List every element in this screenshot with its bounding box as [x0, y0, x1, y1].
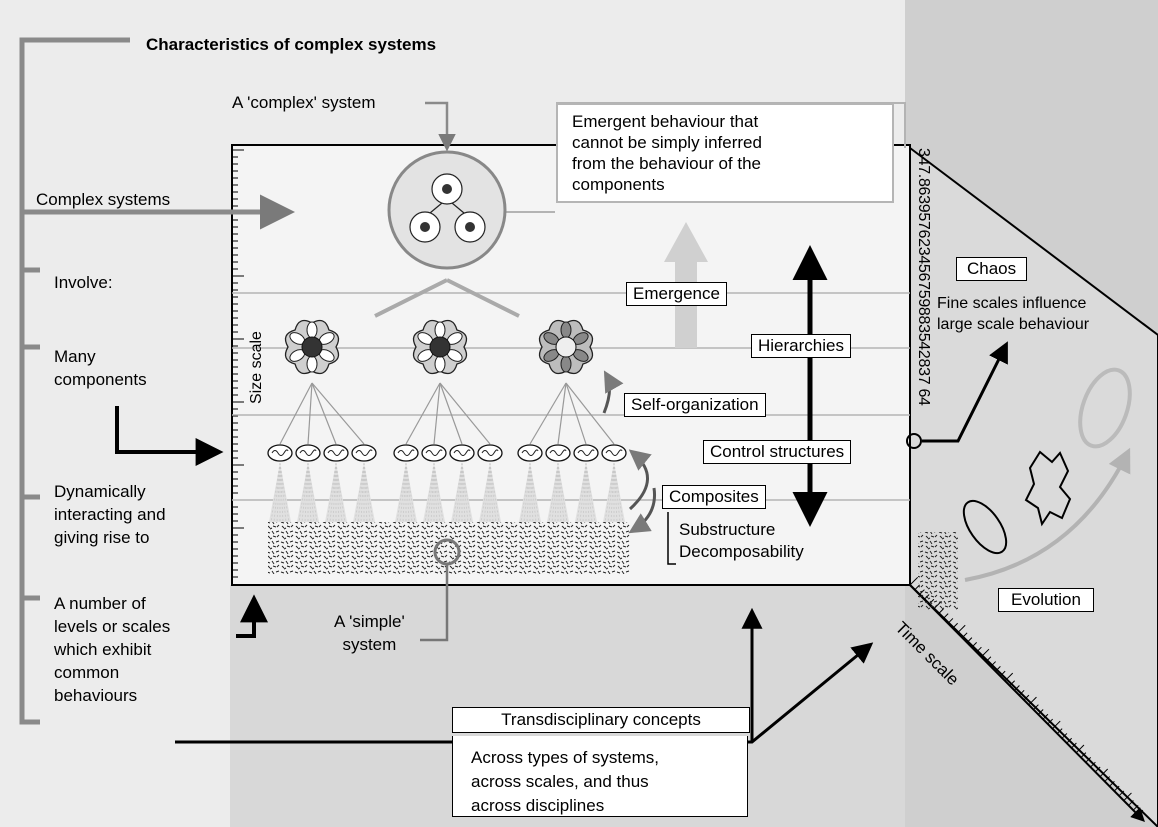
substructure-rays [269, 462, 625, 523]
number-axis-label: 347.863957623456759883542837 64 [915, 148, 932, 406]
levels-arrow [236, 594, 268, 638]
composites-label: Composites [662, 485, 766, 509]
evolution-outline [1078, 367, 1132, 449]
diagram-title: Characteristics of complex systems [146, 35, 437, 54]
composites-arrow-up [628, 449, 652, 511]
cell-components [267, 382, 627, 462]
complex-system-label: A 'complex' system [232, 93, 376, 112]
simple-system-label: A 'simple'system [334, 612, 405, 654]
left-bracket [19, 37, 130, 725]
component-organisms [284, 319, 594, 375]
self-organization-arrow [602, 370, 624, 414]
simple-substrate [268, 522, 630, 574]
evolution-ellipse [962, 499, 1008, 555]
chaos-label: Chaos [956, 257, 1028, 281]
evolution-arrow [964, 447, 1131, 582]
evolution-blob [1024, 450, 1072, 527]
control-structures-label: Control structures [703, 440, 852, 464]
time-scale-axis [909, 584, 1145, 822]
across-disciplines-box: Across types of systems,across scales, a… [452, 736, 748, 817]
complex-system-pointer [425, 101, 456, 152]
hierarchies-label: Hierarchies [751, 334, 851, 358]
size-scale-label: Size scale [248, 331, 265, 404]
simple-system-pointer [420, 564, 449, 642]
evolution-substrate [918, 532, 958, 610]
complex-systems-label: Complex systems [36, 190, 171, 209]
emergence-label: Emergence [626, 282, 727, 306]
involve-label: Involve: [54, 273, 113, 292]
composite-bracket [667, 512, 676, 565]
substructure-label: Substructure [679, 520, 776, 539]
transdisciplinary-label: Transdisciplinary concepts [452, 707, 750, 733]
self-organization-label: Self-organization [624, 393, 766, 417]
evolution-label: Evolution [998, 588, 1094, 612]
many-components-arrow [115, 406, 224, 466]
chaos-marker [906, 433, 922, 449]
decomposability-label: Decomposability [679, 542, 804, 561]
composites-arrow-down [628, 487, 657, 534]
chaos-arrow [922, 341, 1008, 443]
complex-system-node [374, 150, 520, 318]
